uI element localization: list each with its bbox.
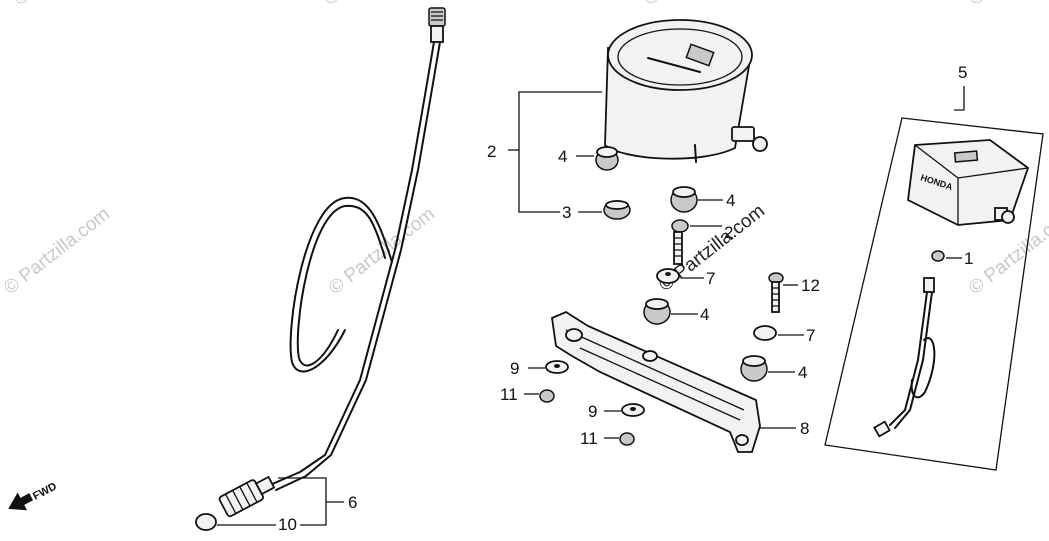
callout-4-a: 4 [558, 147, 567, 166]
nut-11-right [619, 432, 635, 446]
mounting-bolt-right [768, 272, 784, 313]
meter-bracket [551, 310, 761, 453]
leader-2-bracket [508, 91, 602, 213]
callout-8: 8 [800, 419, 809, 438]
callout-4-b: 4 [726, 191, 735, 210]
meter-connector-end [1001, 210, 1015, 224]
meter-cable-sheath-a [889, 291, 928, 426]
mounting-bolt-center [673, 231, 683, 265]
meter-small-nut [931, 250, 945, 262]
speedometer-cable [195, 7, 446, 531]
cable-o-ring [195, 513, 217, 531]
cable-inner-loop-b [296, 204, 386, 367]
speedometer-bezel [607, 19, 753, 91]
leader-5 [954, 86, 965, 111]
small-nut [671, 219, 689, 233]
cable-upper-ferrule [430, 25, 444, 43]
meter-unit: HONDA [907, 139, 1030, 226]
watermark-top-3: © [640, 0, 664, 10]
callout-6: 6 [348, 493, 357, 512]
callout-7-b: 7 [806, 326, 815, 345]
nut-11-left [539, 389, 555, 403]
meter-cable-top [923, 277, 935, 293]
cable-inner-loop-a [289, 196, 393, 373]
watermark-top-4: © [965, 0, 989, 10]
callout-2-small: 2 [724, 223, 733, 242]
meter-cable-sheath-b [894, 291, 933, 429]
callout-10: 10 [278, 515, 297, 534]
meter-cable [873, 277, 936, 438]
callout-4-d: 4 [798, 363, 807, 382]
callout-5: 5 [958, 63, 967, 82]
cable-upper-nut [428, 7, 446, 27]
watermark-top-2: © [320, 0, 344, 10]
meter-cable-end [873, 420, 891, 438]
washer-9-left [545, 360, 569, 374]
callout-7-a: 7 [706, 269, 715, 288]
callout-9-b: 9 [588, 402, 597, 421]
cable-sheath-a [269, 41, 435, 486]
grommet-mid-lower [643, 298, 671, 325]
callout-9-a: 9 [510, 359, 519, 378]
meter-window [953, 150, 979, 163]
washer-center [656, 268, 680, 284]
callout-12: 12 [801, 276, 820, 295]
cable-nut-knurl [431, 11, 443, 21]
grommet-right [740, 355, 768, 382]
speedometer-assembly [604, 19, 768, 163]
callout-11-a: 11 [500, 385, 518, 404]
meter-cable-loop [910, 337, 936, 399]
cable-lower-fitting [218, 475, 276, 518]
odometer-window [685, 43, 715, 67]
forward-label: FWD [31, 480, 59, 502]
cable-sheath-b [275, 41, 441, 491]
callout-11-b: 11 [580, 429, 598, 448]
cable-connector-end [752, 136, 768, 152]
callout-1: 1 [964, 249, 973, 268]
forward-arrow: FWD [8, 480, 59, 511]
washer-9-right [621, 403, 645, 417]
kit-outline-panel [824, 117, 1044, 471]
speedometer-needle [647, 57, 701, 73]
watermark-left: © Partzilla.com [0, 204, 114, 299]
washer-right [753, 325, 777, 341]
speedometer-stud [694, 144, 697, 163]
callout-4-c: 4 [700, 305, 709, 324]
speedometer-cap [603, 200, 631, 220]
cable-connector [731, 126, 755, 142]
watermark-top-1: © [10, 0, 34, 10]
cable-leaders [217, 477, 344, 526]
watermark-group: © Partzilla.com © Partzilla.com © Partzi… [0, 0, 1049, 299]
grommet-upper [595, 146, 619, 171]
grommet-mid-upper [670, 186, 698, 213]
callout-3: 3 [562, 203, 571, 222]
callout-2-main: 2 [487, 142, 496, 161]
speedometer-dial [617, 28, 743, 86]
